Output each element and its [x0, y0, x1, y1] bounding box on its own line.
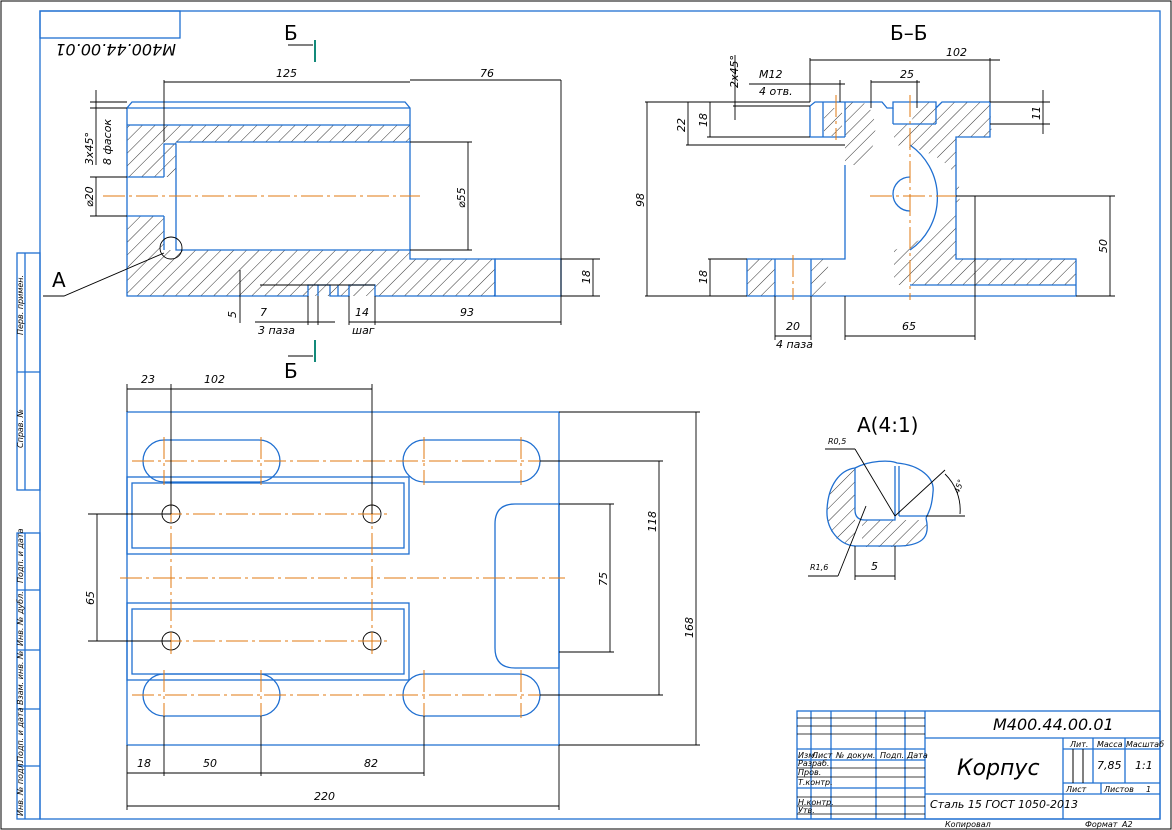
mirrored-code: М400.44.00.01: [55, 40, 176, 59]
tb-role-developer: Разраб.: [798, 759, 829, 768]
dim-5: 5: [226, 311, 239, 318]
stamp-ref-no: Справ. №: [16, 409, 25, 448]
dim-65-section: 65: [902, 320, 916, 333]
dim-3-slots: 3 паза: [258, 324, 295, 337]
tb-format-value: А2: [1121, 820, 1133, 829]
stamp-sign-date-2: Подп. и дата: [16, 707, 25, 762]
dim-20: 20: [786, 320, 800, 333]
dim-18-top: 18: [697, 113, 710, 127]
tb-role-tcontrol: Т.контр.: [798, 778, 833, 787]
dim-18-bottom: 18: [697, 270, 710, 284]
dim-5-detail: 5: [871, 560, 878, 573]
tb-role-ncontrol: Н.контр.: [798, 798, 834, 807]
tb-scale-header: Масштаб: [1126, 740, 1164, 749]
tb-role-checker: Пров.: [798, 768, 821, 777]
dim-65-plan: 65: [84, 591, 97, 605]
tb-scale-value: 1:1: [1135, 759, 1153, 772]
stamp-orig-inv: Инв. № подл.: [16, 761, 25, 816]
dim-118: 118: [646, 511, 659, 532]
dim-angle-45: 45°: [952, 478, 965, 494]
dim-11: 11: [1030, 106, 1043, 120]
title-block: Изм. Лист № докум. Подп. Дата Разраб. Пр…: [796, 710, 1164, 829]
stamp-dup-inv: Инв. № дубл.: [16, 591, 25, 646]
mirrored-code-box: М400.44.00.01: [39, 10, 181, 59]
dim-102-section: 102: [946, 46, 967, 59]
tb-sheets-total: 1: [1146, 785, 1151, 794]
tb-format-label: Формат: [1085, 820, 1118, 829]
dim-82: 82: [364, 757, 378, 770]
dim-125: 125: [276, 67, 297, 80]
dim-7: 7: [260, 306, 267, 319]
dim-75: 75: [597, 572, 610, 586]
dim-50-section: 50: [1097, 239, 1110, 253]
tb-mass-value: 7,85: [1097, 759, 1122, 772]
tb-sheet-header: Лист: [1065, 785, 1087, 794]
detail-a-view: А(4:1) R0,5 R1,6 5 45°: [808, 413, 966, 580]
section-marker-top: Б: [284, 21, 298, 45]
dim-step: шаг: [352, 324, 375, 337]
plan-view: 23 102 65 75 118 168 18 50 82 220: [84, 373, 700, 810]
dim-r16: R1,6: [810, 563, 828, 572]
dim-phi20: ⌀20: [83, 186, 96, 207]
dim-98: 98: [634, 193, 647, 207]
section-marker-bottom: Б: [284, 359, 298, 383]
dim-m12: М12: [759, 68, 783, 81]
tb-part-name: Корпус: [957, 756, 1040, 781]
dim-23: 23: [141, 373, 155, 386]
stamp-replace-inv: Взам. инв. №: [16, 651, 25, 705]
section-b-view: Б–Б 102 25 М12 4 отв.: [634, 21, 1115, 351]
detail-title: А(4:1): [857, 413, 918, 437]
dim-18-front: 18: [580, 270, 593, 284]
dim-r05: R0,5: [828, 437, 846, 446]
stamp-first-use: Перв. примен.: [16, 275, 25, 335]
dim-4-holes: 4 отв.: [759, 85, 793, 98]
dim-chamfer-note: 8 фасок: [101, 119, 114, 165]
dim-18-plan: 18: [137, 757, 151, 770]
tb-mass-header: Масса: [1097, 740, 1123, 749]
tb-sheets-header: Листов: [1103, 785, 1134, 794]
detail-a-circle: [159, 236, 183, 260]
dim-25: 25: [900, 68, 914, 81]
section-title: Б–Б: [890, 21, 927, 45]
tb-doc: № докум.: [835, 751, 875, 760]
tb-list: Лист: [811, 751, 833, 760]
side-stamp: Перв. примен. Справ. № Подп. и дата Инв.…: [16, 252, 41, 820]
tb-drawing-code: М400.44.00.01: [993, 715, 1114, 734]
dim-22: 22: [675, 118, 688, 132]
dim-chamfer-2x45: 2х45°: [728, 55, 741, 88]
dim-14: 14: [355, 306, 369, 319]
dim-102-plan: 102: [204, 373, 225, 386]
front-section-view: А 125 76 3х45° 8 фасок ⌀20 ⌀55 18 5 7 3 …: [43, 21, 600, 383]
dim-4-slots: 4 паза: [776, 338, 813, 351]
dim-phi55: ⌀55: [455, 187, 468, 208]
tb-izm: Изм.: [798, 751, 817, 760]
tb-lit-header: Лит.: [1069, 740, 1088, 749]
tb-sign: Подп.: [880, 751, 904, 760]
dim-220: 220: [314, 790, 335, 803]
tb-copied-label: Копировал: [945, 820, 991, 829]
tb-material: Сталь 15 ГОСТ 1050-2013: [930, 798, 1078, 811]
stamp-sign-date-1: Подп. и дата: [16, 528, 25, 583]
dim-50-plan: 50: [203, 757, 217, 770]
tb-date: Дата: [906, 751, 928, 760]
dim-93: 93: [460, 306, 474, 319]
tb-role-approved: Утв.: [798, 806, 815, 815]
dim-76: 76: [480, 67, 494, 80]
dim-chamfer: 3х45°: [83, 132, 96, 165]
dim-168: 168: [683, 617, 696, 638]
detail-leader-label: А: [52, 268, 66, 292]
